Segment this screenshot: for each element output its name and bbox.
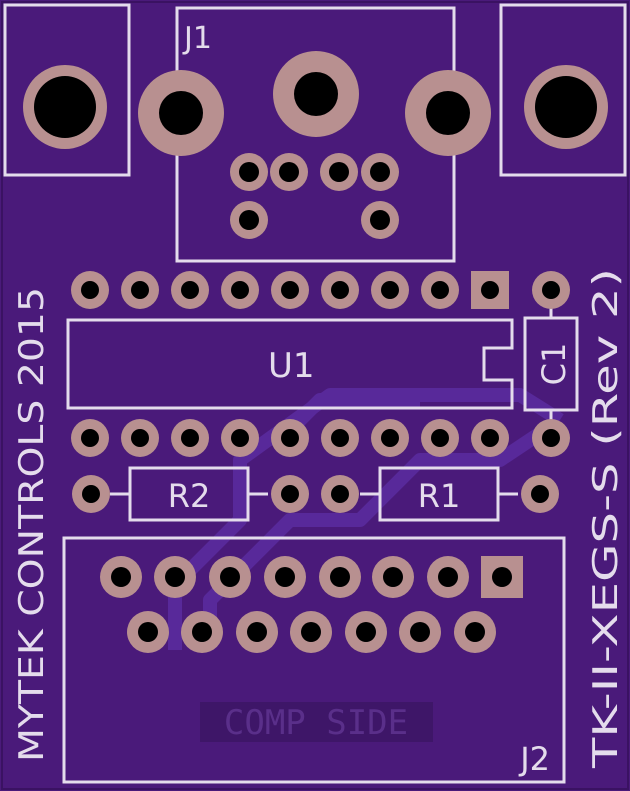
j2-pin-pad-hole [410,622,430,642]
r2-pad-hole [82,485,100,503]
j2-pin-pad-hole [330,567,350,587]
j2-label: J2 [518,740,550,778]
u1-pin-pad-hole [331,281,349,299]
mount-hole-left-hole [34,76,96,138]
right-mount-outline [499,3,627,177]
u1-pin-pad-hole [231,429,249,447]
u1-pin-pad-hole [81,281,99,299]
pads-layer [23,51,608,653]
j2-pin-pad-hole [138,622,158,642]
u1-pin-pad-hole [381,281,399,299]
r2-label: R2 [168,477,211,515]
u1-pin1-pad-hole [481,281,499,299]
j2-pin1-pad-hole [492,567,512,587]
j2-pin-pad-hole [111,567,131,587]
comp-side-label: COMP SIDE [224,703,408,743]
j2-pin-pad-hole [192,622,212,642]
comp-side-background [200,702,433,742]
mount-hole-right-hole [535,76,597,138]
u1-label: U1 [268,346,315,386]
u1-pin-pad-hole [181,281,199,299]
left-vertical-label: MYTEK CONTROLS 2015 [12,287,52,762]
j1-shield-pad-right-hole [426,91,470,135]
j2-pin-pad-hole [356,622,376,642]
left-mount-outline [3,3,131,177]
j1-pin-pad-hole [370,210,390,230]
j1-pin-pad-hole [239,162,259,182]
u1-pin-pad-hole [481,429,499,447]
j2-pin-pad-hole [301,622,321,642]
u1-pin-pad-hole [281,281,299,299]
j1-pin-pad-hole [329,162,349,182]
j1-label: J1 [182,21,212,56]
r1-label: R1 [418,477,461,515]
c1-label: C1 [535,343,573,386]
j2-pin-pad-hole [247,622,267,642]
r1-pad-hole [331,485,349,503]
u1-outline [66,318,514,410]
j2-pin-pad-hole [275,567,295,587]
u1-pin-pad-hole [331,429,349,447]
u1-pin-pad-hole [81,429,99,447]
j2-pin-pad-hole [465,622,485,642]
u1-pin-pad-hole [431,281,449,299]
u1-pin-pad-hole [431,429,449,447]
u1-pin-pad-hole [231,281,249,299]
j2-pin-pad-hole [220,567,240,587]
r2-pad-hole [281,485,299,503]
u1-pin-pad-hole [131,429,149,447]
right-vertical-label: TK-II-XEGS-S (Rev 2) [586,268,626,769]
j1-center-pad-hole [294,72,338,116]
u1-pin-pad-hole [281,429,299,447]
u1-pin-pad-hole [131,281,149,299]
j2-outline [62,536,566,784]
j1-pin-pad-hole [279,162,299,182]
c1-pad-hole [542,429,560,447]
j1-pin-pad-hole [239,210,259,230]
j1-pin-pad-hole [370,162,390,182]
j1-shield-pad-left-hole [159,91,203,135]
j2-pin-pad-hole [438,567,458,587]
j2-pin-pad-hole [383,567,403,587]
c1-pad-hole [542,281,560,299]
u1-pin-pad-hole [381,429,399,447]
j2-pin-pad-hole [165,567,185,587]
u1-pin-pad-hole [181,429,199,447]
r1-pad-hole [531,485,549,503]
